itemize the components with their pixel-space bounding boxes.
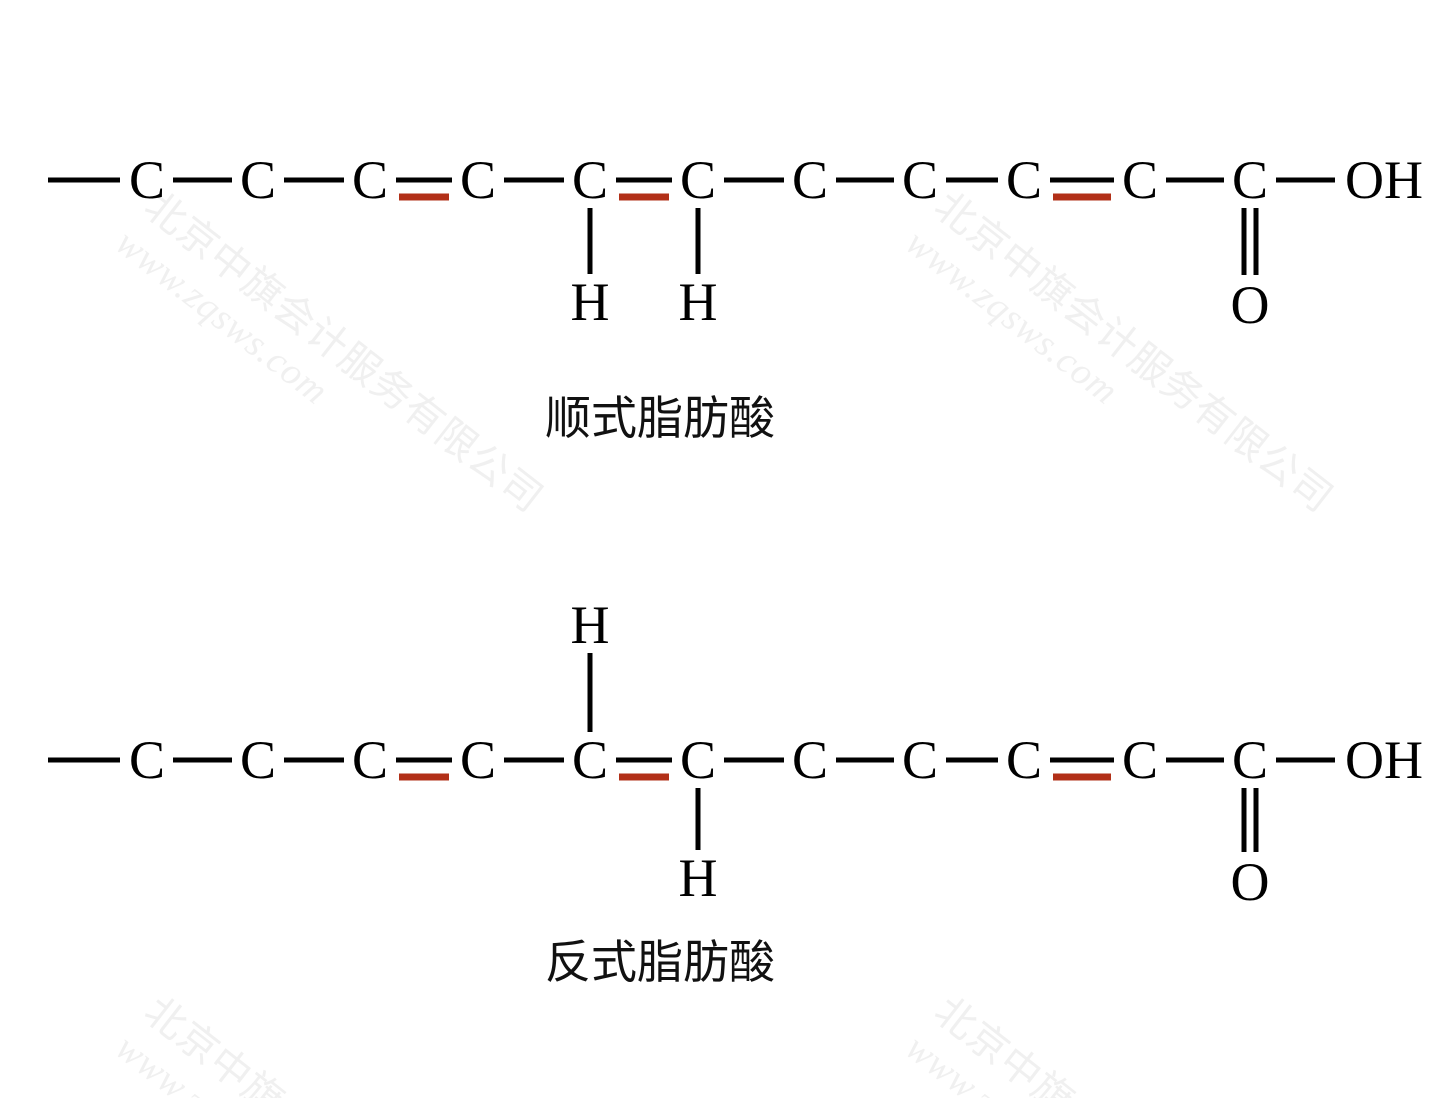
atom-label-carbon-8: C <box>902 150 938 210</box>
atom-label-carbon-2: C <box>240 150 276 210</box>
atom-label-carbon-3: C <box>352 150 388 210</box>
atom-label-carbon-4: C <box>460 730 496 790</box>
atom-label-hydroxyl: OH <box>1345 150 1423 210</box>
caption-trans-fatty-acid: 反式脂肪酸 <box>545 935 775 989</box>
atom-label-carbon-7: C <box>792 730 828 790</box>
atom-label-carbon-6: C <box>680 150 716 210</box>
caption-cis-fatty-acid: 顺式脂肪酸 <box>545 391 775 445</box>
atom-label-carbon-5: C <box>572 730 608 790</box>
atom-label-carbon-1: C <box>129 730 165 790</box>
atom-label-carbon-10: C <box>1122 150 1158 210</box>
atom-label-carbon-6: C <box>680 730 716 790</box>
atom-label-carbon-4: C <box>460 150 496 210</box>
atom-label-carbon-9: C <box>1006 730 1042 790</box>
atom-label-carbon-11: C <box>1232 730 1268 790</box>
atom-label-carbon-1: C <box>129 150 165 210</box>
atom-label-carbon-5: C <box>572 150 608 210</box>
atom-label-carbonyl-oxygen: O <box>1231 275 1270 335</box>
atom-label-hydrogen-2: H <box>679 848 718 908</box>
atom-label-carbon-3: C <box>352 730 388 790</box>
atom-label-carbon-10: C <box>1122 730 1158 790</box>
atom-label-hydrogen-1: H <box>571 595 610 655</box>
atom-label-carbon-8: C <box>902 730 938 790</box>
atom-label-hydrogen-1: H <box>571 272 610 332</box>
atom-label-hydrogen-2: H <box>679 272 718 332</box>
atom-label-carbon-9: C <box>1006 150 1042 210</box>
atom-label-carbon-7: C <box>792 150 828 210</box>
atom-label-hydroxyl: OH <box>1345 730 1423 790</box>
atom-label-carbonyl-oxygen: O <box>1231 852 1270 912</box>
atom-label-carbon-2: C <box>240 730 276 790</box>
atom-label-carbon-11: C <box>1232 150 1268 210</box>
